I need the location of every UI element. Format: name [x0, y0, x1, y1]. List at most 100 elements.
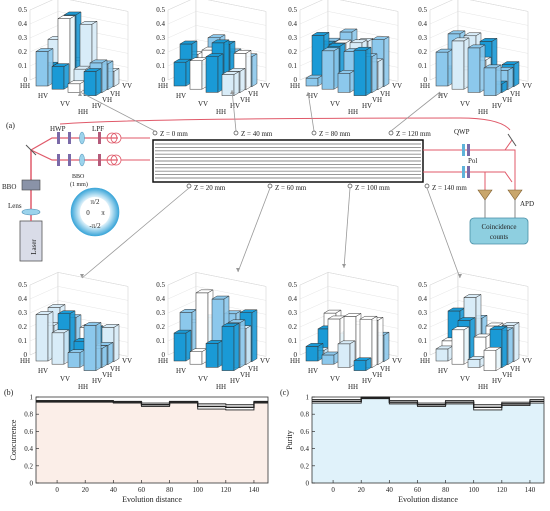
bar3d-bar-side [507, 327, 514, 366]
chart-xtick-label: 100 [192, 486, 203, 494]
bar3d-gridline [469, 0, 529, 12]
waveguide-lines [155, 143, 421, 179]
bar3d-gridline [457, 272, 529, 287]
bar3d-ztick: 0 [162, 76, 166, 84]
bar3d-axis-label: HH [348, 383, 358, 391]
bar3d-axis-label: HV [176, 367, 186, 375]
bar3d-axis-label: HH [216, 383, 226, 391]
bar3d-axis-label: VV [60, 100, 70, 108]
chart-xtick-label: 20 [82, 486, 90, 494]
z-arrowhead-bottom [458, 274, 462, 278]
bar3d-ztick: 0.1 [156, 62, 165, 70]
bar3d-axis-label: HV [308, 367, 318, 375]
chart-xtick-label: 80 [442, 486, 450, 494]
chart-ylabel: Purity [285, 430, 294, 450]
bar3d-ztick: 0.4 [156, 20, 165, 28]
panel-label-a: (a) [6, 121, 15, 130]
chart-ytick-label: 0.2 [300, 462, 309, 470]
bar3d-gridline [429, 272, 459, 286]
fiber-coil-lower [106, 154, 118, 166]
chart-ylabel: Concurrence [9, 419, 18, 460]
bar3d-bar-side [251, 309, 258, 363]
bar3d-bar-side [365, 46, 372, 97]
chart-ytick-label: 0 [30, 480, 34, 488]
chart-xtick-label: 120 [221, 486, 232, 494]
bar3d-axis-label: HV [492, 377, 502, 385]
bar3d-bar-side [495, 64, 502, 97]
bar3d-bar-side [463, 326, 470, 365]
bar3d-bar-side [63, 63, 70, 90]
bar3d-ztick: 0.2 [418, 48, 427, 56]
bar3d-gridline [327, 286, 399, 301]
bar3d-gridline [195, 286, 267, 301]
bar3d-bar [83, 325, 97, 371]
bar3d-ztick: 0.4 [18, 295, 27, 303]
bbo-plate-upper [68, 132, 71, 144]
chart-xtick-label: 0 [55, 486, 59, 494]
bar3d-axis-label: VH [372, 371, 382, 379]
bar3d-gridline [299, 0, 323, 11]
z-label-bottom: Z = 100 mm [355, 184, 390, 192]
lens-upper [79, 131, 85, 145]
bar3d-gridline [29, 286, 59, 300]
bar3d-axis-label: HH [78, 383, 88, 391]
bar3d-ztick: 0.5 [18, 281, 27, 289]
bar3d-gridline [429, 11, 459, 25]
bar3d-bar [35, 314, 49, 362]
bar3d-bar-side [365, 357, 372, 372]
fiber-top-route [59, 117, 511, 131]
bar3d-bar [173, 332, 187, 362]
bar3d-gridline [195, 25, 267, 40]
bar3d-axis-label: VH [248, 365, 258, 373]
bar3d-gridline [29, 11, 59, 25]
hwp-plate-upper [57, 132, 60, 144]
bbo-label: BBO [2, 183, 16, 191]
lens-label: Lens [8, 202, 22, 210]
bar3d-ztick: 0.3 [18, 34, 27, 42]
bar3d-ztick: 0 [24, 76, 28, 84]
bar3d-axis-label: VH [240, 96, 250, 104]
bar3d-axis-label: VH [502, 96, 512, 104]
bar3d-ztick: 0.1 [418, 337, 427, 345]
z-marker-top [311, 130, 317, 136]
bar3d-gridline [299, 272, 329, 286]
bar3d-bar-side [495, 346, 502, 372]
bar3d-ztick: 0.3 [288, 34, 297, 42]
bar3d-ztick: 0 [294, 76, 298, 84]
bar3d-bar-side [377, 316, 384, 366]
chart-ytick-label: 0.6 [300, 428, 309, 436]
bar3d-axis-label: VH [248, 90, 258, 98]
bar3d-bar [353, 49, 367, 96]
bar3d-bar-side [245, 325, 252, 366]
chart-frame [35, 396, 269, 484]
bar3d-ztick: 0.1 [156, 337, 165, 345]
phase-left: 0 [86, 209, 90, 217]
bar3d-ztick: 0 [162, 351, 166, 359]
bar3d-gridline [195, 272, 267, 287]
z-label-top: Z = 40 mm [241, 130, 273, 138]
chart-fill-area [36, 402, 268, 483]
mirror-right-top [507, 133, 517, 147]
bar3d-gridline [29, 272, 59, 286]
bar3d-axis-label: HV [438, 92, 448, 100]
phase-right: π [101, 209, 105, 217]
hwp-label: HWP [50, 125, 66, 133]
chart-ytick-label: 0 [306, 480, 310, 488]
bar3d-ztick: 0.1 [418, 62, 427, 70]
bar3d-axis-label: VH [372, 96, 382, 104]
bar3d-ztick: 0.3 [288, 309, 297, 317]
bar3d-gridline [327, 272, 399, 287]
bar3d-gridline [29, 25, 59, 39]
bar3d-axis-label: VH [102, 96, 112, 104]
apd-detector-2 [507, 189, 523, 201]
z-label-top: Z = 80 mm [319, 130, 351, 138]
bar3d-gridline [299, 314, 329, 328]
bar3d-axis-label: VV [392, 357, 402, 365]
bar3d-ztick: 0.4 [288, 20, 297, 28]
bar3d-bar-side [371, 315, 378, 369]
bar3d-ztick: 0.1 [18, 337, 27, 345]
z-label-top: Z = 0 mm [160, 130, 188, 138]
